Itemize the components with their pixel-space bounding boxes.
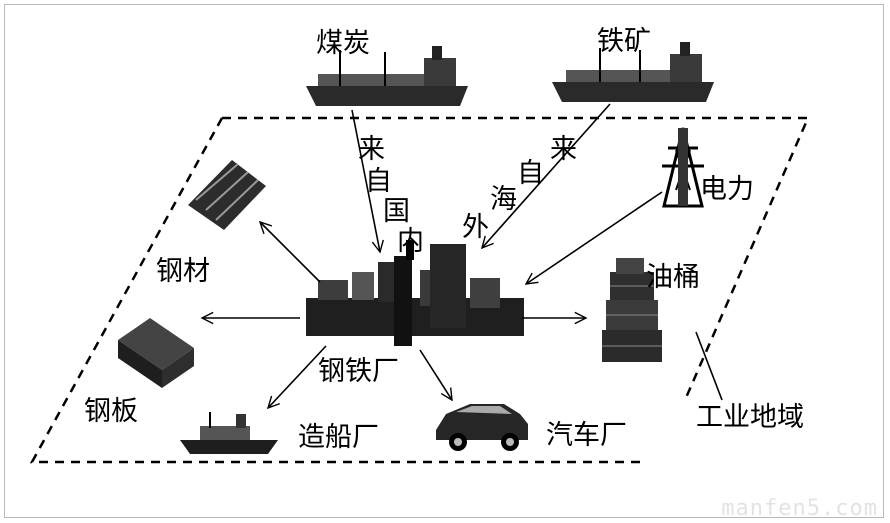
iron-ore-label: 铁矿	[597, 26, 651, 57]
coal-ship-icon	[306, 46, 468, 106]
flow-arrows	[202, 103, 723, 408]
industrial-region-label: 工业地域	[696, 402, 804, 433]
steel-material-label: 钢材	[156, 256, 210, 287]
oil-barrels-icon	[602, 258, 662, 362]
from-domestic-char-1: 来	[358, 134, 385, 165]
arrow-plant-to-auto	[419, 349, 452, 400]
from-domestic-char-4: 内	[397, 226, 424, 257]
from-abroad-char-3: 海	[490, 184, 517, 215]
coal-label: 煤炭	[316, 28, 370, 59]
shipyard-label: 造船厂	[298, 422, 379, 453]
from-domestic-char-3: 国	[383, 196, 410, 227]
steel-bundle-icon	[188, 160, 266, 230]
arrow-coal-to-plant	[351, 109, 380, 252]
car-icon	[436, 404, 528, 451]
steel-plate-icon	[118, 318, 194, 388]
arrow-plant-to-steel-material	[260, 222, 321, 283]
from-abroad-char-1: 来	[550, 134, 577, 165]
steel-plant-label: 钢铁厂	[318, 356, 399, 387]
watermark: manfen5.com	[721, 496, 878, 521]
iron-ore-ship-icon	[552, 42, 714, 102]
from-domestic-char-2: 自	[365, 166, 392, 197]
shipyard-ship-icon	[180, 412, 278, 454]
electricity-label: 电力	[700, 174, 754, 205]
pointer-industrial-region	[695, 331, 723, 401]
steel-plant-icon	[306, 240, 524, 346]
from-abroad-char-2: 自	[517, 158, 544, 189]
oil-barrels-label: 油桶	[646, 262, 700, 293]
auto-plant-label: 汽车厂	[546, 420, 627, 451]
from-abroad-char-4: 外	[462, 212, 489, 243]
image-frame	[4, 4, 884, 518]
arrow-power-to-plant	[526, 191, 663, 284]
arrow-ore-to-plant	[482, 103, 611, 248]
electricity-pylon-icon	[662, 127, 704, 208]
region-boundary	[29, 116, 810, 464]
arrow-plant-to-shipyard	[268, 345, 327, 408]
steel-plate-label: 钢板	[84, 396, 138, 427]
